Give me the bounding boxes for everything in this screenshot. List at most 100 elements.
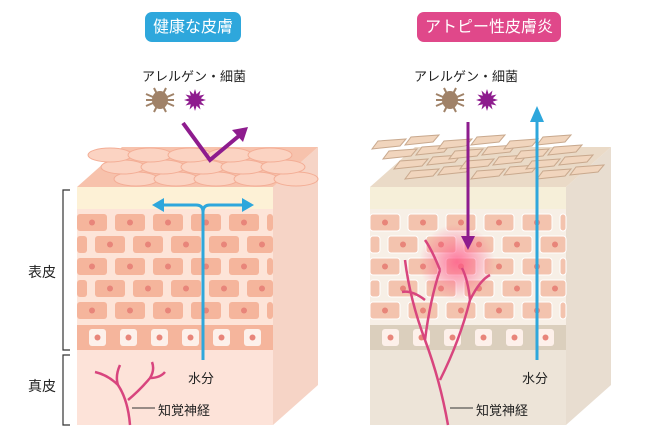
cell-nucleus bbox=[218, 334, 225, 341]
surface-cell bbox=[87, 147, 133, 163]
cell-nucleus bbox=[458, 219, 464, 226]
basal-layer bbox=[77, 325, 273, 350]
surface-cell bbox=[247, 147, 293, 163]
cell-nucleus bbox=[107, 285, 113, 292]
cell-nucleus bbox=[165, 219, 171, 226]
arrowhead bbox=[530, 106, 544, 122]
allergen-label: アレルゲン・細菌 bbox=[142, 70, 247, 85]
cell-nucleus bbox=[127, 219, 133, 226]
spinous-cell bbox=[559, 213, 567, 232]
cell-nucleus bbox=[400, 241, 406, 248]
flaking-scale bbox=[403, 134, 441, 146]
side-face bbox=[566, 147, 611, 425]
water-label: 水分 bbox=[522, 372, 549, 387]
cell-nucleus bbox=[387, 334, 394, 341]
sensory-nerve bbox=[94, 361, 166, 426]
side-face bbox=[273, 147, 318, 425]
flaking-scale bbox=[392, 158, 430, 170]
dermis-label: 真皮 bbox=[28, 379, 56, 395]
arrowhead bbox=[232, 127, 248, 142]
cell-nucleus bbox=[145, 241, 151, 248]
bacteria-icon bbox=[476, 89, 498, 111]
atopic-skin-title: アトピー性皮膚炎 bbox=[417, 12, 562, 42]
spinous-cell bbox=[267, 302, 273, 319]
arrowhead bbox=[242, 198, 254, 212]
allergen-reflect-arrow bbox=[181, 121, 242, 163]
cell-nucleus bbox=[480, 334, 487, 341]
cell-nucleus bbox=[259, 241, 265, 248]
inflammation-spot bbox=[419, 224, 495, 300]
nerve-label: 知覚神経 bbox=[476, 404, 529, 419]
cell-nucleus bbox=[542, 334, 549, 341]
flaking-scale bbox=[403, 168, 441, 180]
atopic-skin-cube bbox=[369, 134, 611, 425]
bacteria-icon bbox=[184, 89, 206, 111]
cell-nucleus bbox=[165, 263, 171, 270]
dermis-layer bbox=[77, 350, 273, 425]
cell-nucleus bbox=[496, 219, 502, 226]
epidermis-bracket bbox=[62, 189, 70, 351]
epidermis-label: 表皮 bbox=[28, 265, 56, 281]
cell-nucleus bbox=[89, 263, 95, 270]
cell-nucleus bbox=[241, 263, 247, 270]
cell-nucleus bbox=[514, 241, 520, 248]
flaking-scale bbox=[370, 138, 408, 150]
mite-icon bbox=[145, 87, 175, 113]
flaking-scale bbox=[546, 144, 584, 156]
cell-nucleus bbox=[89, 219, 95, 226]
flaking-scale bbox=[568, 164, 606, 176]
flaking-scale bbox=[535, 134, 573, 146]
cell-nucleus bbox=[145, 285, 151, 292]
flaking-scale bbox=[535, 168, 573, 180]
dermis-bracket bbox=[62, 354, 70, 426]
nerve-label: 知覚神経 bbox=[158, 404, 211, 419]
spinous-cell bbox=[77, 236, 87, 253]
water-label: 水分 bbox=[188, 372, 215, 387]
cell-nucleus bbox=[127, 263, 133, 270]
cell-nucleus bbox=[187, 334, 194, 341]
cell-nucleus bbox=[449, 334, 456, 341]
arrowhead bbox=[461, 236, 475, 250]
cell-nucleus bbox=[259, 285, 265, 292]
flaking-scale bbox=[524, 158, 562, 170]
cell-nucleus bbox=[458, 307, 464, 314]
cell-nucleus bbox=[221, 241, 227, 248]
dermis-layer bbox=[370, 350, 566, 425]
cell-nucleus bbox=[511, 334, 518, 341]
spinous-cell bbox=[267, 214, 273, 231]
cell-nucleus bbox=[241, 219, 247, 226]
spinous-cell bbox=[369, 235, 381, 254]
cell-nucleus bbox=[249, 334, 256, 341]
cell-nucleus bbox=[420, 307, 426, 314]
cell-nucleus bbox=[552, 241, 558, 248]
basal-layer bbox=[370, 325, 566, 350]
cell-nucleus bbox=[94, 334, 101, 341]
spinous-cell bbox=[77, 280, 87, 297]
flaking-scale bbox=[557, 154, 595, 166]
cell-nucleus bbox=[241, 307, 247, 314]
flaking-scale bbox=[381, 148, 419, 160]
spinous-cell bbox=[559, 301, 567, 320]
spinous-cell bbox=[267, 258, 273, 275]
cell-nucleus bbox=[183, 241, 189, 248]
cell-nucleus bbox=[127, 307, 133, 314]
mite-icon bbox=[435, 87, 465, 113]
cell-nucleus bbox=[552, 285, 558, 292]
cell-nucleus bbox=[420, 219, 426, 226]
cell-nucleus bbox=[89, 307, 95, 314]
cell-nucleus bbox=[125, 334, 132, 341]
cell-nucleus bbox=[107, 241, 113, 248]
cell-nucleus bbox=[514, 285, 520, 292]
healthy-skin-cube bbox=[77, 147, 319, 425]
cell-nucleus bbox=[400, 285, 406, 292]
allergen-label: アレルゲン・細菌 bbox=[414, 70, 519, 85]
flaking-scale bbox=[513, 148, 551, 160]
sensory-nerve bbox=[401, 239, 491, 426]
cell-nucleus bbox=[382, 263, 388, 270]
cell-nucleus bbox=[496, 307, 502, 314]
cell-nucleus bbox=[156, 334, 163, 341]
water-retained-arrow bbox=[163, 203, 243, 360]
cell-nucleus bbox=[382, 219, 388, 226]
healthy-skin-title: 健康な皮膚 bbox=[145, 12, 242, 42]
